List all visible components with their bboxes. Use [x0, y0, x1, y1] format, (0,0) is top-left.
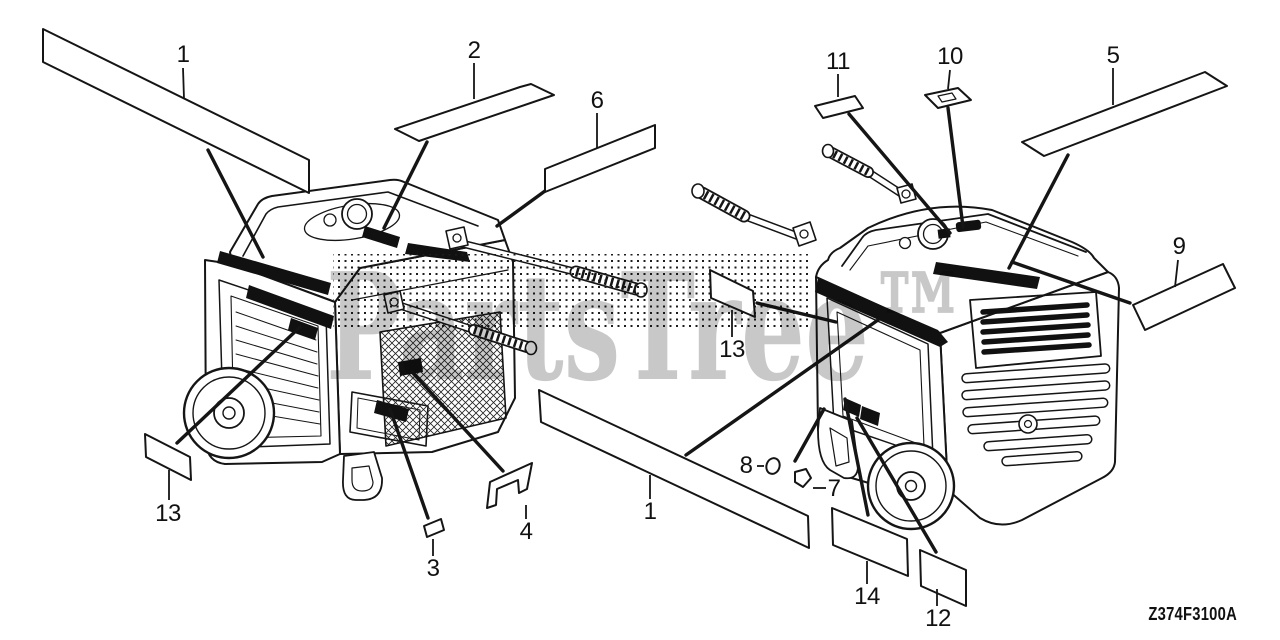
label-shape-3 [423, 518, 445, 538]
label-shape-14 [831, 507, 909, 577]
callout-5: 5 [1106, 42, 1120, 69]
label-shape-4 [486, 462, 533, 509]
leader-11 [847, 112, 952, 235]
label-shape-8 [765, 457, 781, 475]
label-shape-6 [544, 124, 656, 193]
label-shape-1-top [42, 28, 310, 194]
callout-9: 9 [1172, 233, 1186, 260]
callout-tick-lines [168, 63, 1179, 606]
label-shape-10-inner [937, 92, 957, 103]
leader-12 [855, 416, 938, 554]
callout-3: 3 [426, 555, 440, 582]
callout-1-bottom: 1 [643, 498, 657, 525]
callout-2: 2 [467, 37, 481, 64]
label-shape-13-middle [709, 269, 756, 318]
label-shape-12 [919, 549, 967, 607]
label-shapes [42, 28, 1236, 607]
callout-10: 10 [937, 43, 963, 70]
callout-8: 8 [739, 452, 753, 479]
callout-6: 6 [590, 87, 604, 114]
leader-1-top [206, 148, 265, 259]
leader-6 [495, 189, 547, 228]
callout-7: 7 [827, 475, 841, 502]
leader-13-middle [755, 301, 838, 324]
leader-9 [1010, 260, 1132, 305]
callout-4: 4 [519, 518, 533, 545]
label-shape-13-left [144, 433, 192, 481]
leader-13-left [175, 325, 302, 445]
leader-14 [843, 397, 870, 517]
callout-14: 14 [854, 583, 880, 610]
callout-12: 12 [925, 605, 951, 632]
leader-1-bottom [684, 318, 880, 457]
leader-7 [793, 407, 826, 463]
part-code: Z374F3100A [1148, 604, 1237, 624]
label-shape-10 [924, 87, 972, 109]
callout-13-middle: 13 [719, 336, 745, 363]
left-generator-drawing [182, 178, 648, 501]
leader-4 [410, 370, 505, 473]
callout-1-top-left: 1 [176, 41, 190, 68]
leader-3 [388, 407, 430, 520]
label-shape-2 [394, 83, 555, 142]
label-shape-9 [1132, 263, 1236, 331]
partstree-watermark: PartsTree™ [326, 240, 970, 414]
callout-11: 11 [826, 48, 850, 75]
callout-13-left: 13 [155, 500, 181, 527]
leader-5 [1007, 153, 1070, 270]
label-shape-11 [814, 95, 864, 119]
leader-2 [382, 140, 429, 230]
label-shape-7 [794, 468, 812, 488]
label-shape-5 [1021, 71, 1228, 157]
leader-10 [946, 106, 965, 229]
leader-lines [175, 106, 1132, 554]
label-shape-1-bottom [538, 389, 810, 549]
